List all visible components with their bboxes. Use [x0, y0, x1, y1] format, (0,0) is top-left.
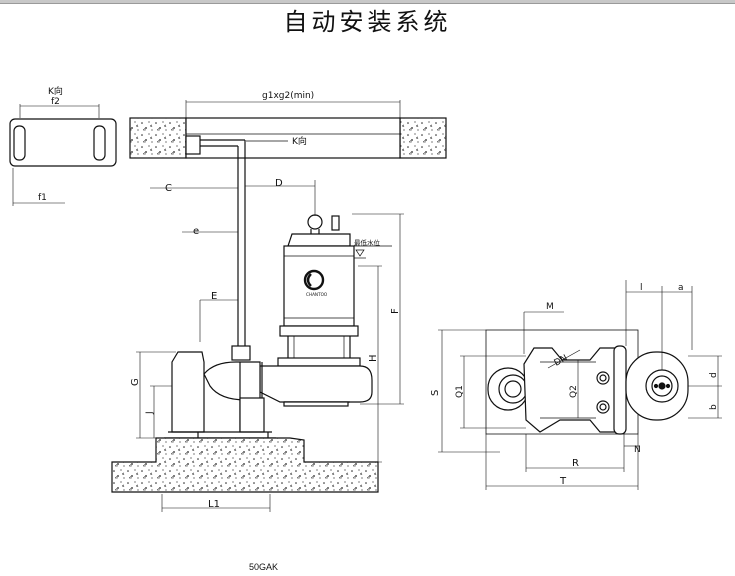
dim-R-label: R: [572, 458, 579, 469]
g1xg2-label: g1xg2(min): [262, 91, 314, 101]
guide-rail: [185, 135, 251, 361]
dim-C-label: C: [165, 183, 172, 194]
dim-F-label: F: [390, 308, 401, 314]
foundation-dims: [161, 494, 271, 512]
model-label: 50GAK: [249, 562, 279, 572]
dim-Q1-label: Q1: [455, 385, 465, 398]
coupling-base: [164, 351, 276, 440]
dim-L1-label: L1: [208, 499, 220, 510]
dim-G-label: G: [130, 378, 141, 386]
top-slab: [129, 100, 447, 159]
dimension-leaders-left: [150, 180, 316, 342]
dim-Q2-label: Q2: [569, 385, 579, 398]
f2-label: f2: [51, 97, 60, 107]
dim-l-label: l: [640, 283, 643, 293]
dim-E-label: E: [211, 291, 217, 302]
k-direction-label: K向: [48, 85, 63, 97]
dim-J-label: J: [145, 411, 155, 415]
dim-S-label: S: [430, 390, 441, 396]
dim-D-label: D: [275, 178, 283, 189]
pump-body: [259, 214, 373, 407]
dim-d-label: d: [709, 372, 719, 378]
dim-H-label: H: [368, 354, 379, 362]
dim-e-label: e: [193, 226, 199, 237]
dim-a-label: a: [678, 283, 684, 293]
dim-T-label: T: [559, 476, 567, 487]
min-water-level-label: 最低水位: [354, 238, 381, 247]
top-rule: [0, 0, 735, 4]
brand-logo: CHANTOO: [303, 269, 328, 297]
min-water-level: [350, 245, 392, 259]
plan-dims: [438, 280, 722, 490]
dim-b-label: b: [709, 404, 719, 410]
page-title: 自动安装系统: [283, 8, 452, 36]
dim-M-label: M: [546, 302, 554, 312]
coupling-dims: [136, 351, 176, 439]
foundation: [111, 437, 379, 493]
f1-label: f1: [38, 193, 47, 203]
k-view-plate: [9, 104, 117, 206]
k-direction-arrow-label: K向: [292, 135, 307, 147]
svg-text:CHANTOO: CHANTOO: [306, 292, 328, 297]
dim-N-label: N: [634, 445, 641, 455]
plan-view: [485, 329, 689, 435]
